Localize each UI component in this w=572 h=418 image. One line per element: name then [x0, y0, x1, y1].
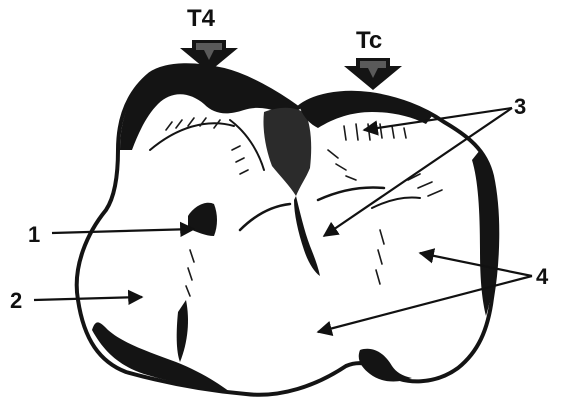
tooth-crown: [77, 64, 498, 395]
cusp-ridge-line: [230, 120, 264, 170]
groove-shade-left: [177, 300, 188, 362]
label-2: 2: [10, 288, 22, 313]
hatching-left-cusp: [166, 118, 248, 174]
central-fossa-shade: [263, 108, 311, 196]
contact-facet: [188, 203, 217, 236]
hatching-lower: [186, 230, 384, 296]
leader-1: [52, 229, 194, 233]
force-arrow-right: [344, 58, 402, 90]
leader-2: [34, 297, 142, 300]
base-notch: [359, 349, 412, 382]
label-1: 1: [28, 222, 40, 247]
force-label-t4: T4: [187, 5, 216, 32]
label-4: 4: [536, 264, 549, 289]
leader-4: [318, 253, 532, 332]
cusp-ridge-line: [240, 204, 290, 230]
hatching-right-cusp: [328, 124, 442, 196]
cusp-ridge-line: [150, 123, 234, 150]
force-label-tc: Tc: [356, 27, 382, 54]
central-groove: [294, 196, 320, 276]
label-3: 3: [514, 94, 526, 119]
cusp-ridge-line: [318, 188, 384, 201]
